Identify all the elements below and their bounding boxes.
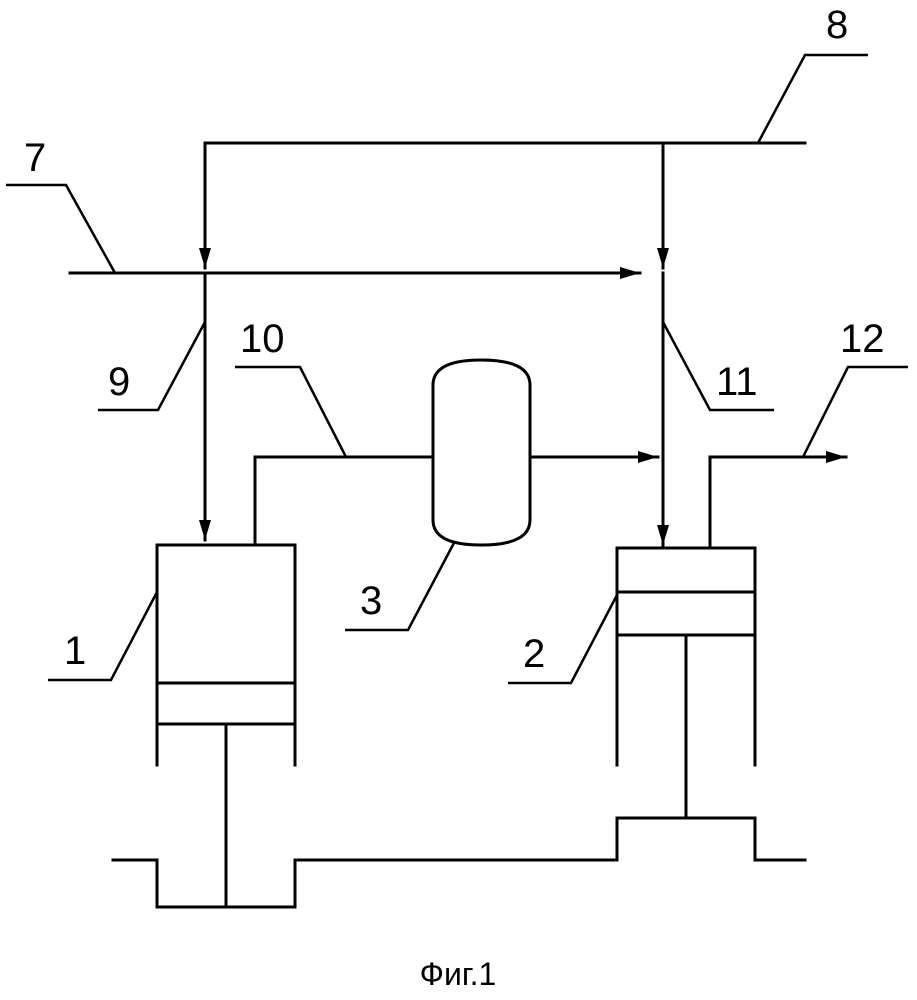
label-10: 10: [240, 317, 285, 361]
label-12: 12: [840, 317, 885, 361]
branch-11: [663, 273, 774, 545]
label-8: 8: [826, 3, 848, 47]
label-2: 2: [523, 632, 545, 676]
label-11: 11: [716, 360, 758, 404]
label-1: 1: [64, 629, 86, 673]
leader-7: [6, 185, 115, 273]
line-8: [205, 55, 868, 268]
leader-8: [758, 55, 868, 143]
label-9: 9: [108, 360, 130, 404]
leader-12: [803, 367, 908, 457]
line-7: [6, 185, 640, 273]
cylinder-1: [48, 545, 295, 907]
piston-1: [157, 683, 295, 724]
label-3: 3: [360, 579, 382, 623]
crankshaft: [113, 818, 805, 907]
figure-caption: Фиг.1: [420, 956, 497, 992]
leader-10: [235, 367, 346, 457]
cylinder-2: [508, 548, 755, 818]
line-10: [235, 367, 658, 545]
label-7: 7: [24, 136, 46, 180]
branch-9: [98, 273, 205, 540]
